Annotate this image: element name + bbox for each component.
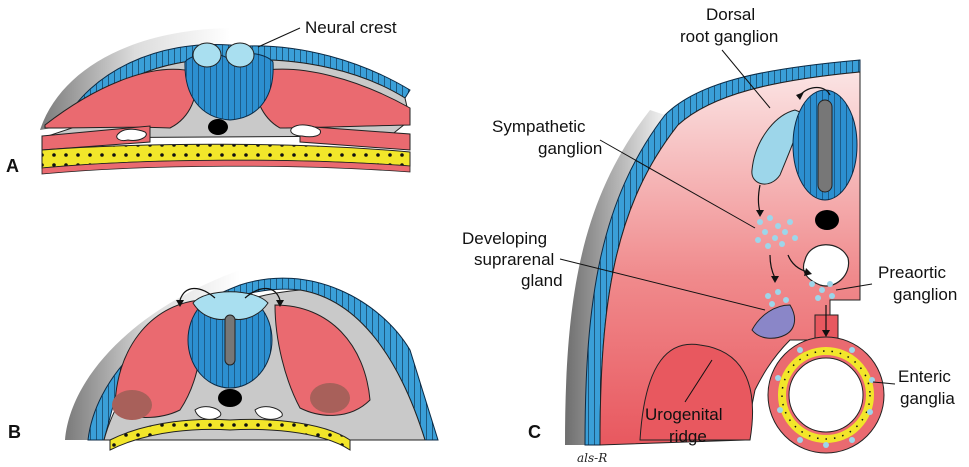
label-neural-crest: Neural crest xyxy=(305,18,397,37)
panel-a: Neural crest A xyxy=(6,18,410,176)
artist-signature: als-R xyxy=(577,451,607,465)
panel-label-c: C xyxy=(528,422,541,442)
panel-label-b: B xyxy=(8,422,21,442)
label-preaortic-line1: Preaortic xyxy=(878,263,947,282)
panel-c: Dorsal root ganglion Sympathetic ganglio… xyxy=(462,5,957,465)
label-suprarenal-line3: gland xyxy=(521,271,563,290)
label-urogenital-line2: ridge xyxy=(669,427,707,446)
label-dorsal-line2: root ganglion xyxy=(680,27,778,46)
label-dorsal-line1: Dorsal xyxy=(706,5,755,24)
notochord-a xyxy=(208,119,228,135)
label-enteric-line1: Enteric xyxy=(898,367,951,386)
panel-label-a: A xyxy=(6,156,19,176)
label-preaortic-line2: ganglion xyxy=(893,285,957,304)
label-sympathetic-line2: ganglion xyxy=(538,139,602,158)
label-urogenital-line1: Urogenital xyxy=(645,405,723,424)
label-suprarenal-line2: suprarenal xyxy=(474,250,554,269)
label-enteric-line2: ganglia xyxy=(900,389,955,408)
panel-b: B xyxy=(8,270,438,450)
neural-crest-left xyxy=(193,43,221,67)
label-suprarenal-line1: Developing xyxy=(462,229,547,248)
label-sympathetic-line1: Sympathetic xyxy=(492,117,586,136)
neural-crest-right xyxy=(226,43,254,67)
